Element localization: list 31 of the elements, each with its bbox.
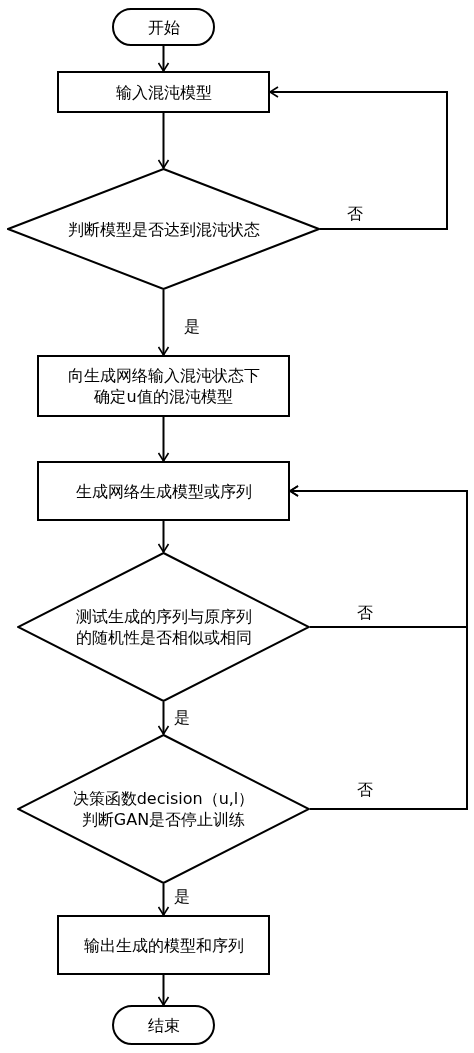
edge-label: 是 bbox=[182, 318, 202, 336]
node-text: 决策函数decision（u,l）判断GAN是否停止训练 bbox=[71, 788, 256, 830]
arrow bbox=[157, 974, 170, 1006]
arrow bbox=[269, 86, 448, 230]
arrow bbox=[157, 883, 170, 916]
terminal-box bbox=[112, 1005, 215, 1045]
arrow bbox=[157, 112, 170, 169]
edge-label: 否 bbox=[345, 205, 365, 223]
arrow bbox=[157, 701, 170, 735]
node-text: 输入混沌模型 bbox=[115, 81, 212, 103]
node-text: 结束 bbox=[147, 1014, 180, 1036]
node-text: 向生成网络输入混沌状态下确定u值的混沌模型 bbox=[66, 365, 261, 407]
node-text: 输出生成的模型和序列 bbox=[83, 934, 244, 956]
arrow bbox=[157, 45, 170, 72]
terminal-box bbox=[112, 8, 215, 46]
arrow bbox=[289, 485, 468, 810]
arrow bbox=[157, 416, 170, 462]
process-box bbox=[37, 355, 290, 417]
edge-label: 否 bbox=[355, 604, 375, 622]
process-box bbox=[57, 71, 270, 113]
process-box bbox=[57, 915, 270, 975]
arrow bbox=[157, 520, 170, 553]
edge-label: 是 bbox=[172, 709, 192, 727]
node-text: 判断模型是否达到混沌状态 bbox=[66, 218, 261, 240]
process-box bbox=[37, 461, 290, 521]
arrow bbox=[157, 289, 170, 356]
edge-label: 否 bbox=[355, 781, 375, 799]
edge-label: 是 bbox=[172, 888, 192, 906]
node-text: 测试生成的序列与原序列的随机性是否相似或相同 bbox=[74, 606, 253, 648]
node-text: 开始 bbox=[147, 16, 180, 38]
node-text: 生成网络生成模型或序列 bbox=[75, 480, 252, 502]
